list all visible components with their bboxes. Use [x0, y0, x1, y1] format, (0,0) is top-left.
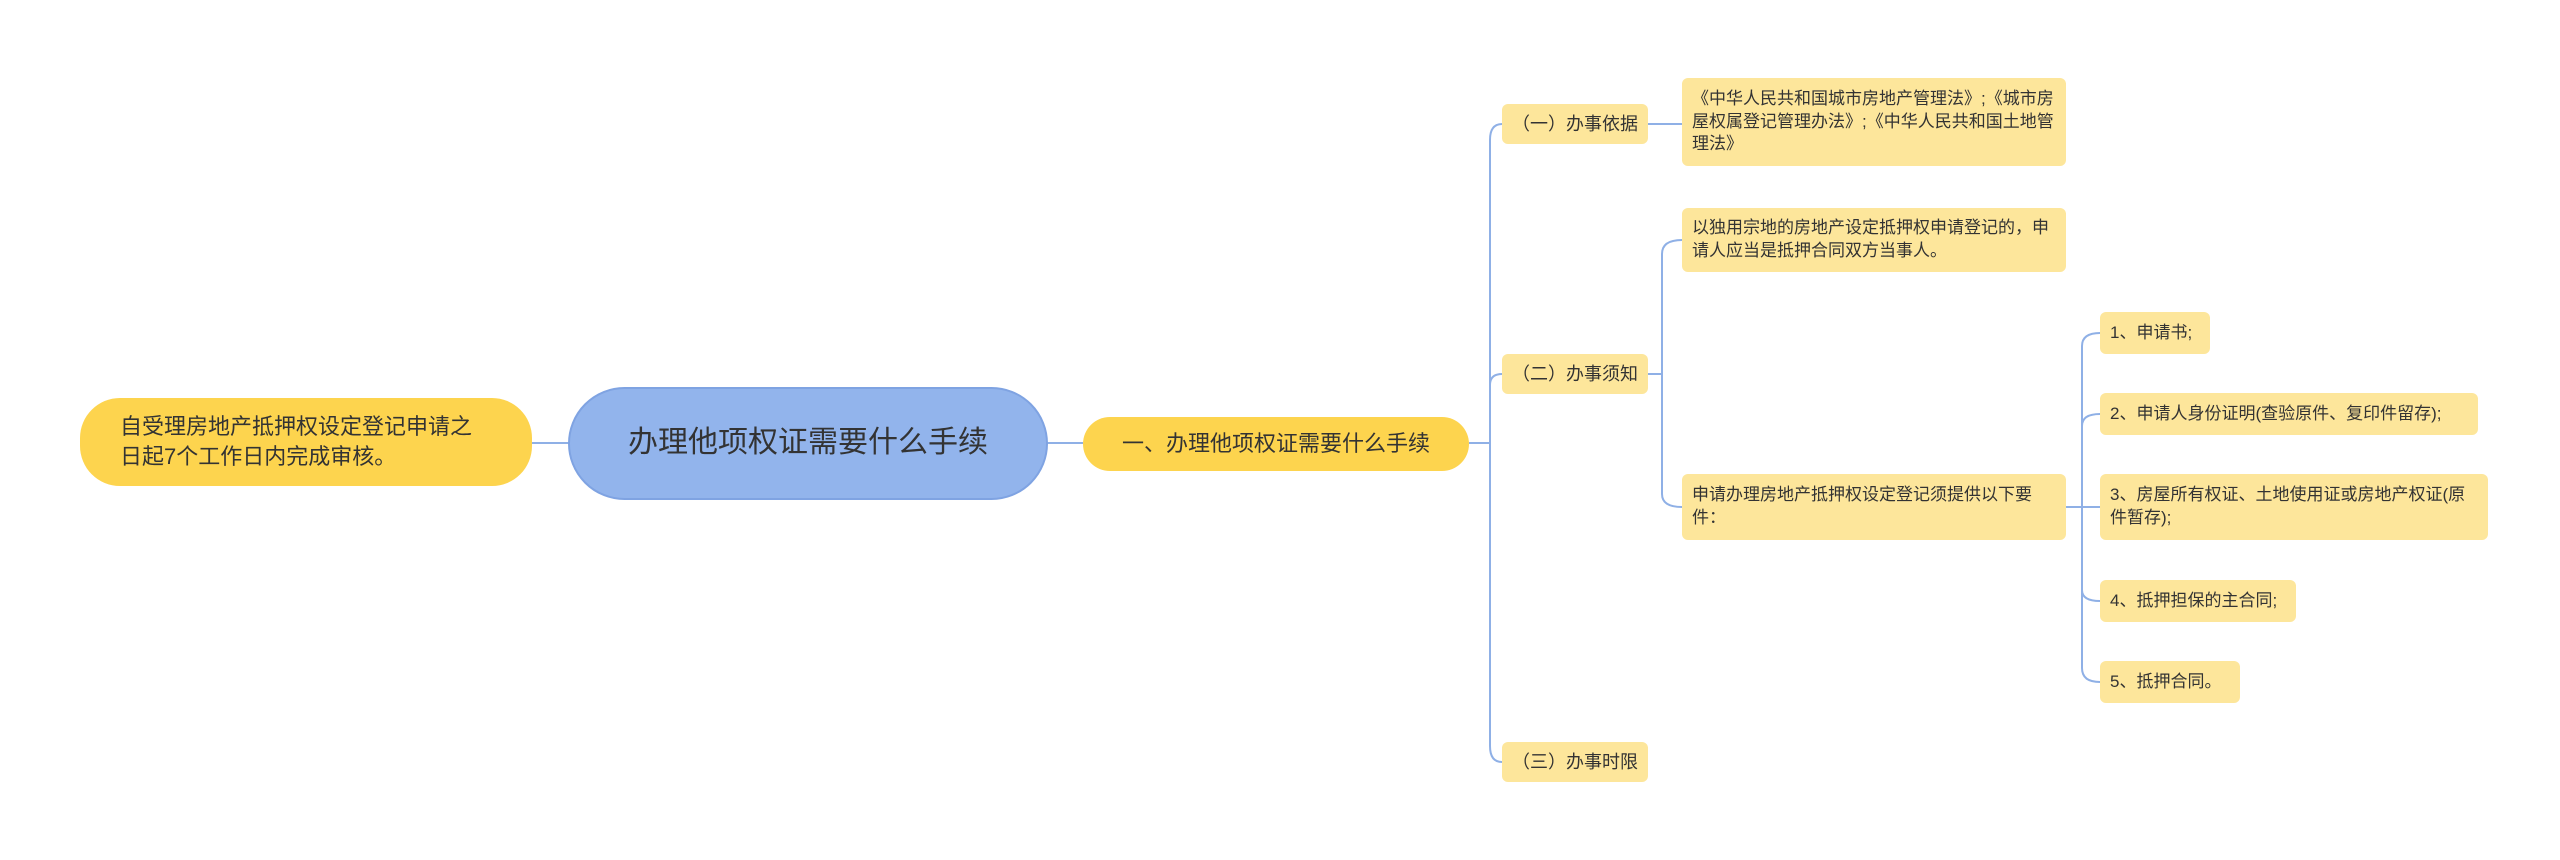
category-node-basis: （一）办事依据 [1502, 104, 1648, 144]
applicant-note-node: 以独用宗地的房地产设定抵押权申请登记的，申请人应当是抵押合同双方当事人。 [1682, 208, 2066, 272]
requirement-node: 1、申请书; [2100, 312, 2210, 354]
main-branch-label: 一、办理他项权证需要什么手续 [1121, 431, 1430, 457]
requirement-text: 4、抵押担保的主合同; [2110, 590, 2278, 610]
root-node: 办理他项权证需要什么手续 [568, 387, 1048, 500]
category-label: （三）办事时限 [1512, 751, 1638, 772]
law-basis-node: 《中华人民共和国城市房地产管理法》;《城市房屋权属登记管理办法》;《中华人民共和… [1682, 78, 2066, 166]
documents-note-node: 申请办理房地产抵押权设定登记须提供以下要件： [1682, 474, 2066, 540]
requirement-node: 2、申请人身份证明(查验原件、复印件留存); [2100, 393, 2478, 435]
root-title: 办理他项权证需要什么手续 [628, 426, 988, 460]
category-label: （二）办事须知 [1512, 363, 1638, 384]
left-note-text: 自受理房地产抵押权设定登记申请之日起7个工作日内完成审核。 [120, 414, 473, 469]
law-basis-text: 《中华人民共和国城市房地产管理法》;《城市房屋权属登记管理办法》;《中华人民共和… [1692, 88, 2054, 154]
connector-cat2-notes [1648, 239, 1683, 508]
requirement-node: 5、抵押合同。 [2100, 661, 2240, 703]
requirement-node: 4、抵押担保的主合同; [2100, 580, 2296, 622]
requirement-text: 1、申请书; [2110, 322, 2193, 342]
requirement-text: 2、申请人身份证明(查验原件、复印件留存); [2110, 403, 2442, 423]
connector-main-branch-categories [1469, 123, 1503, 763]
category-node-notice: （二）办事须知 [1502, 354, 1648, 394]
connector-note2-requirements [2066, 332, 2101, 683]
category-node-time-limit: （三）办事时限 [1502, 742, 1648, 782]
requirement-text: 3、房屋所有权证、土地使用证或房地产权证(原件暂存); [2110, 485, 2466, 527]
category-label: （一）办事依据 [1512, 113, 1638, 134]
applicant-note-text: 以独用宗地的房地产设定抵押权申请登记的，申请人应当是抵押合同双方当事人。 [1692, 218, 2049, 260]
documents-note-text: 申请办理房地产抵押权设定登记须提供以下要件： [1692, 485, 2032, 527]
requirement-node: 3、房屋所有权证、土地使用证或房地产权证(原件暂存); [2100, 474, 2488, 540]
left-note-node: 自受理房地产抵押权设定登记申请之日起7个工作日内完成审核。 [80, 398, 532, 486]
main-branch-node: 一、办理他项权证需要什么手续 [1083, 417, 1469, 471]
requirement-text: 5、抵押合同。 [2110, 671, 2222, 691]
